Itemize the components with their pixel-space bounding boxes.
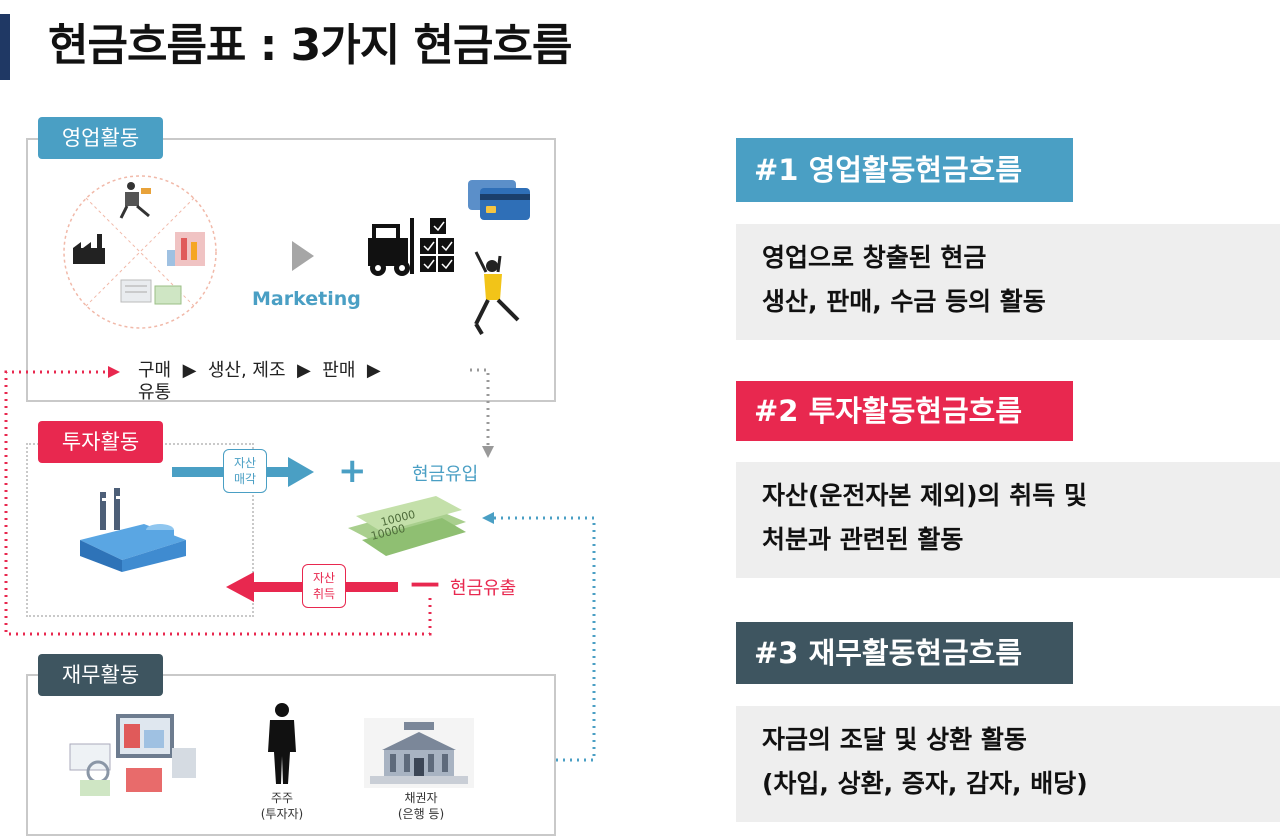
- investing-desc-line2: 처분과 관련된 활동: [762, 525, 964, 554]
- gray-arrow-icon: [292, 241, 314, 271]
- investing-desc-line1: 자산(운전자본 제외)의 취득 및: [762, 481, 1087, 510]
- sell-assets-box: 자산 매각: [223, 449, 267, 493]
- cash-inflow-label: 현금유입: [412, 464, 479, 485]
- value-chain-illustration: [63, 175, 217, 329]
- financing-tag: 재무활동: [38, 654, 163, 696]
- documents-icon: [120, 279, 182, 305]
- financing-cashflow-desc: 자금의 조달 및 상환 활동 (차입, 상환, 증자, 감자, 배당): [736, 706, 1280, 822]
- worker-icon: [119, 182, 151, 219]
- cash-outflow-label: 현금유출: [450, 578, 517, 599]
- investing-cashflow-desc: 자산(운전자본 제외)의 취득 및 처분과 관련된 활동: [736, 462, 1280, 578]
- title-accent-bar: [0, 14, 10, 80]
- operating-tag: 영업활동: [38, 117, 163, 159]
- creditor-label: 채권자 (은행 등): [397, 791, 445, 821]
- minus-icon: —: [410, 566, 440, 601]
- operating-desc-line1: 영업으로 창출된 현금: [762, 243, 987, 272]
- factory-icon: [73, 234, 105, 264]
- power-plant-icon: [80, 488, 186, 572]
- bank-icon: [364, 718, 474, 788]
- forklift-icon: [368, 218, 454, 276]
- credit-card-icon: [468, 180, 530, 220]
- shareholder-icon: [268, 703, 296, 784]
- financing-cashflow-heading: #3 재무활동현금흐름: [736, 622, 1073, 684]
- investing-tag: 투자활동: [38, 421, 163, 463]
- production-icon: [167, 232, 205, 266]
- operating-cashflow-desc: 영업으로 창출된 현금 생산, 판매, 수금 등의 활동: [736, 224, 1280, 340]
- shareholder-label: 주주 (투자자): [260, 791, 304, 821]
- operating-flow-text: 구매 ▶ 생산, 제조 ▶ 판매 ▶ 유통: [138, 360, 381, 403]
- money-icon: 10000 10000: [348, 496, 466, 556]
- operating-cashflow-heading: #1 영업활동현금흐름: [736, 138, 1073, 202]
- financing-desc-line2: (차입, 상환, 증자, 감자, 배당): [762, 769, 1088, 798]
- marketing-label: Marketing: [252, 288, 361, 310]
- investing-cashflow-heading: #2 투자활동현금흐름: [736, 381, 1073, 441]
- finance-illustration: [69, 714, 196, 796]
- jumping-person-icon: [474, 251, 520, 336]
- financing-desc-line1: 자금의 조달 및 상환 활동: [762, 725, 1027, 754]
- plus-icon: +: [338, 451, 367, 491]
- page-title: 현금흐름표 : 3가지 현금흐름: [48, 20, 572, 71]
- operating-panel: [26, 138, 556, 402]
- operating-desc-line2: 생산, 판매, 수금 등의 활동: [762, 287, 1046, 316]
- acquire-assets-box: 자산 취득: [302, 564, 346, 608]
